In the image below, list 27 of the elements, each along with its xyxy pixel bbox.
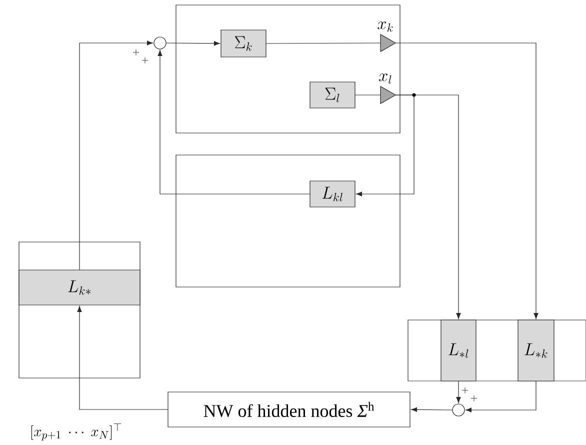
edge-label: $[x_{p+1}\ \cdots\ x_N]^{\top}$ bbox=[31, 424, 122, 440]
network-box: NW of hidden nodes Σ$^{h}$ bbox=[168, 392, 410, 428]
matrix-band: $L_{*l}$ bbox=[440, 320, 476, 382]
summing-junction bbox=[154, 36, 166, 50]
block-box: $\Sigma_l$ bbox=[310, 82, 356, 108]
matrix-band: $L_{*k}$ bbox=[518, 320, 554, 382]
matrix-band: $L_{k*}$ bbox=[18, 270, 140, 306]
arrow bbox=[166, 41, 220, 46]
block-frame bbox=[176, 4, 400, 134]
sign-label: + bbox=[462, 387, 468, 394]
arrow bbox=[466, 380, 536, 412]
sign-label: + bbox=[142, 57, 148, 64]
summing-junction bbox=[452, 404, 465, 416]
sign-label: + bbox=[470, 395, 478, 402]
arrow bbox=[395, 42, 538, 319]
arrow bbox=[356, 94, 414, 196]
signal-label: $x_l$ bbox=[379, 74, 392, 84]
arrow bbox=[411, 407, 453, 412]
block-frame bbox=[176, 154, 400, 288]
sign-label: + bbox=[132, 49, 140, 56]
arrow bbox=[79, 40, 154, 270]
block-box: $\Sigma_k$ bbox=[220, 30, 266, 58]
block-box: $L_{kl}$ bbox=[310, 180, 356, 208]
arrow bbox=[158, 50, 310, 194]
arrow bbox=[77, 306, 168, 410]
arrow bbox=[456, 380, 461, 403]
signal-label: $x_k$ bbox=[378, 22, 393, 32]
